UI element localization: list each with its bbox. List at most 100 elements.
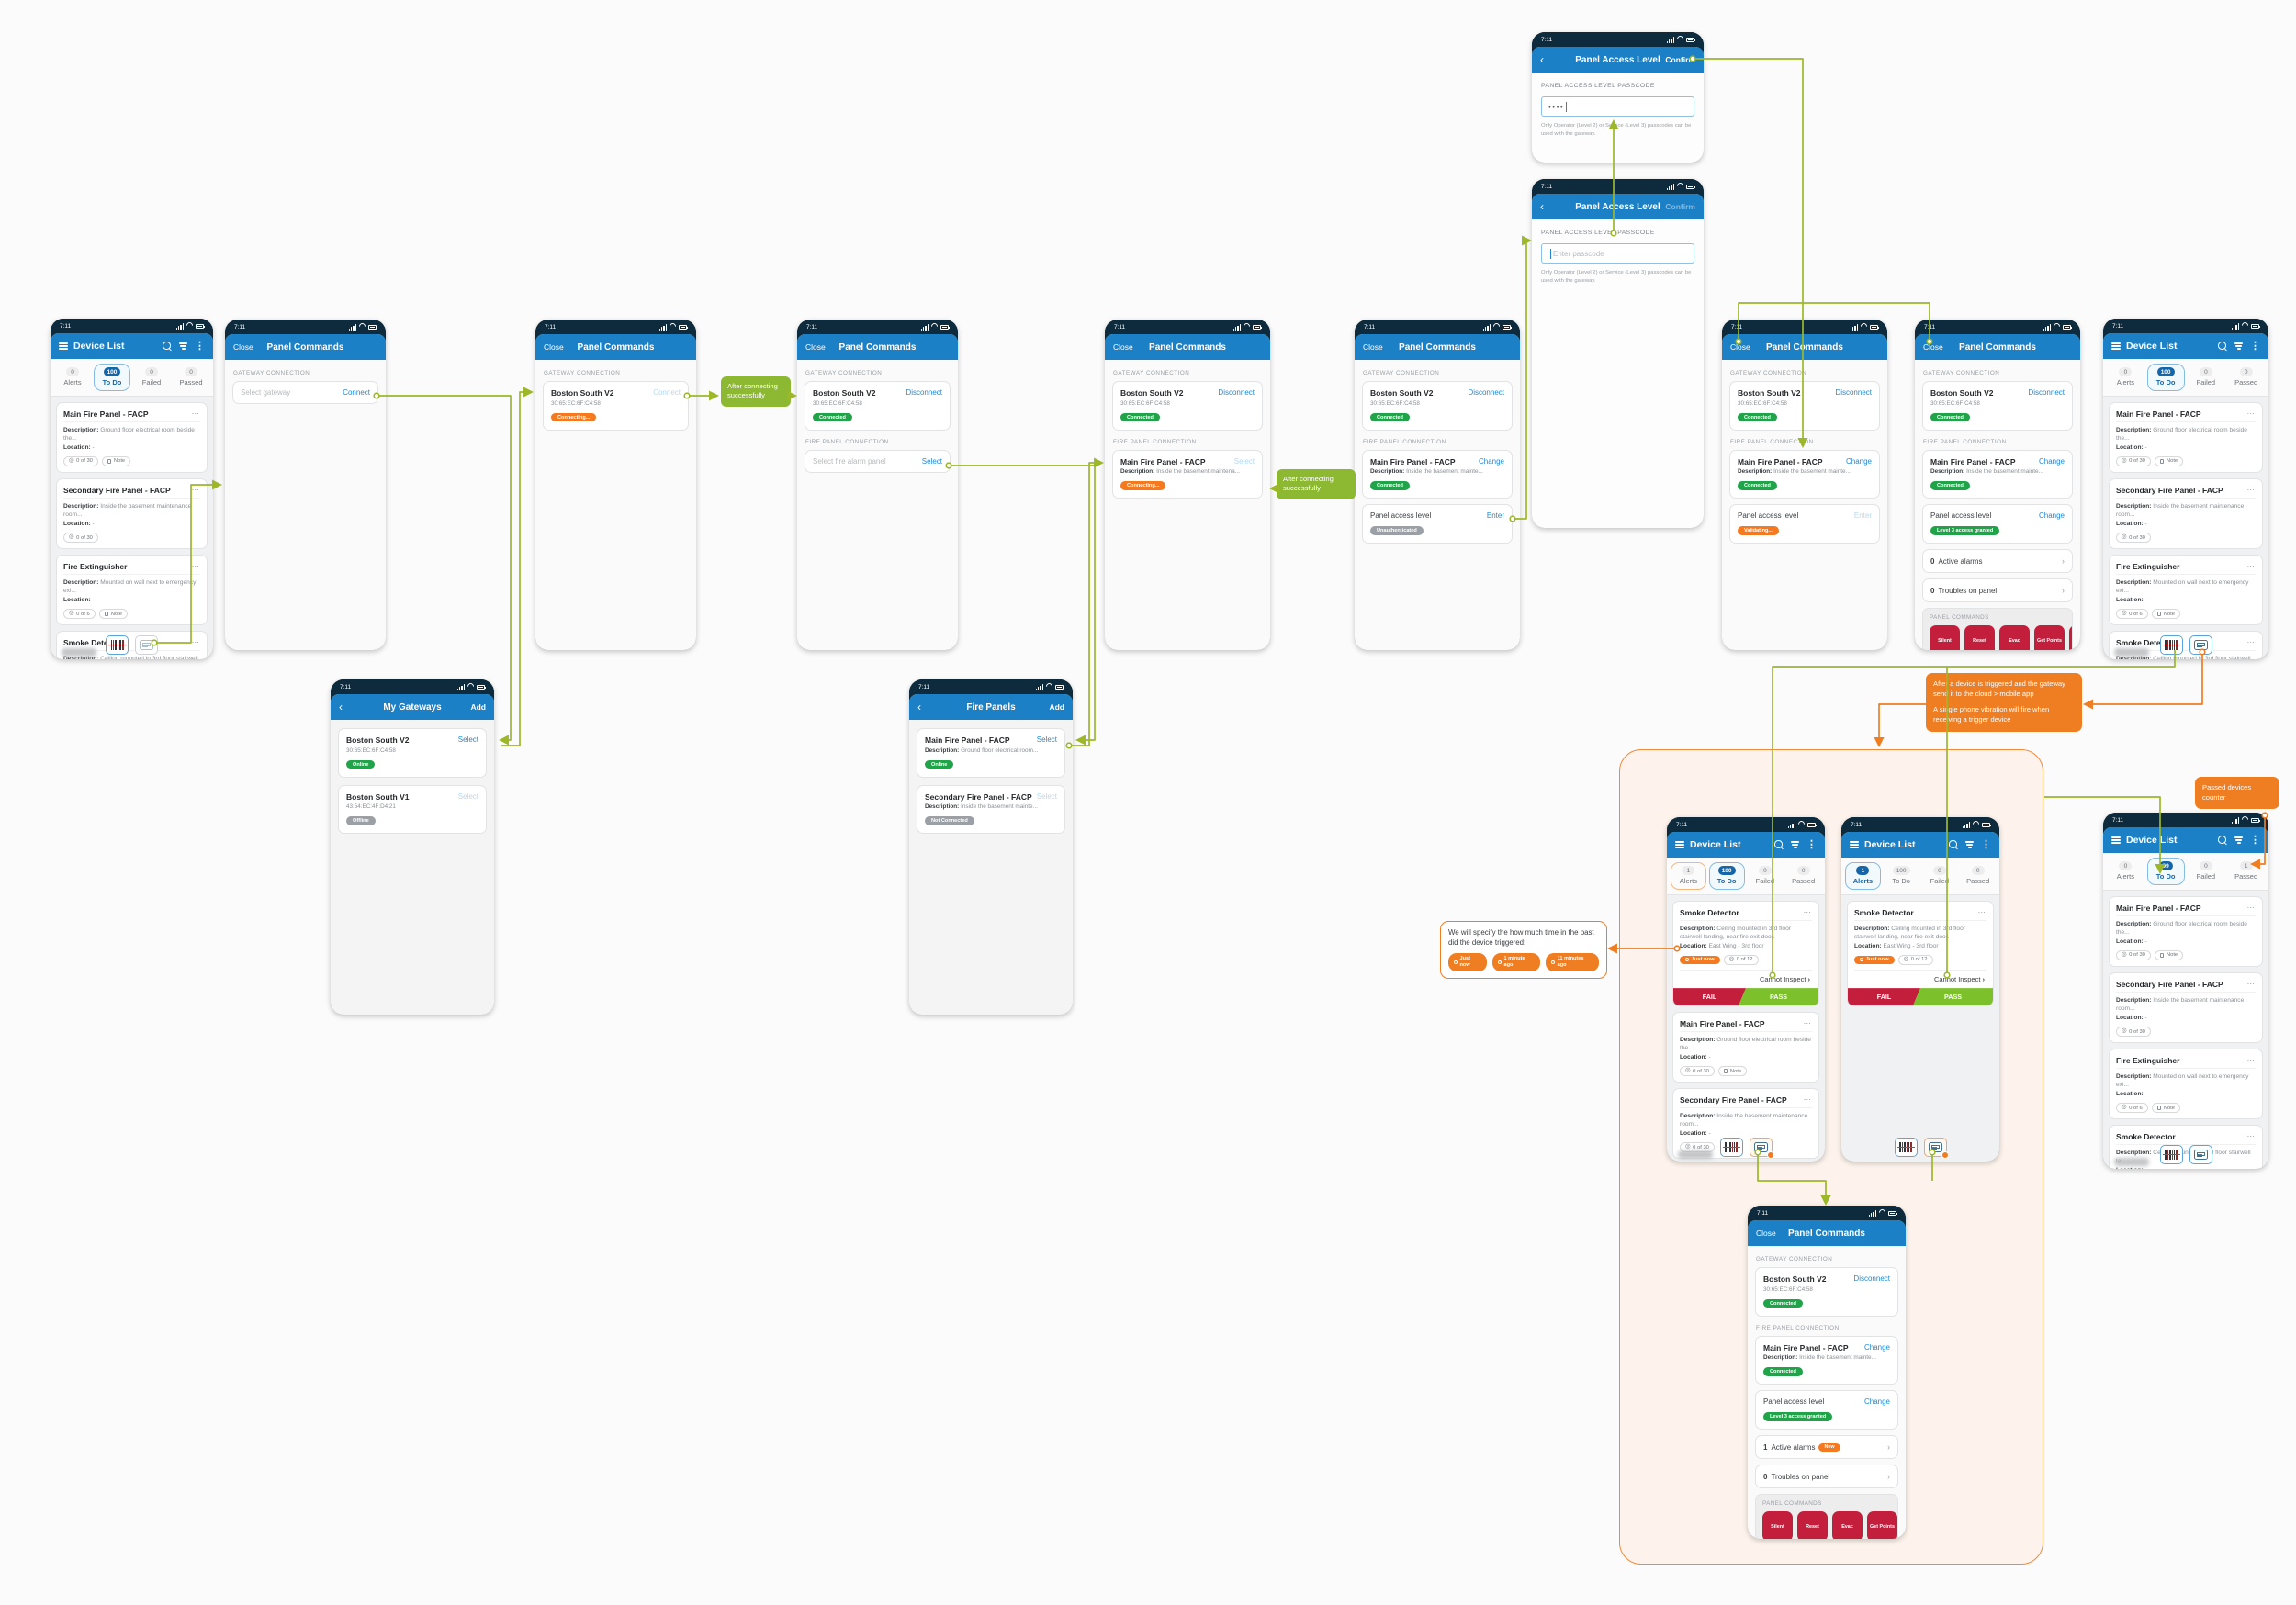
card-menu-icon[interactable]: ⋯: [2246, 561, 2256, 571]
device-card-main[interactable]: Main Fire Panel - FACP⋯Description: Grou…: [1672, 1012, 1819, 1083]
back-icon[interactable]: ‹: [339, 701, 343, 713]
menu-icon[interactable]: [1675, 839, 1684, 849]
cannot-inspect-row[interactable]: Cannot Inspect ›: [1854, 970, 1986, 988]
note-badge[interactable]: Note: [2154, 949, 2184, 960]
change-link[interactable]: Change: [2038, 456, 2065, 466]
count-badge[interactable]: ◎0 of 30: [2116, 1026, 2151, 1038]
confirm-button[interactable]: Confirm: [1665, 55, 1695, 64]
add-button[interactable]: Add: [1049, 702, 1064, 712]
filter-icon[interactable]: [2234, 836, 2243, 846]
close-button[interactable]: Close: [1923, 342, 1943, 352]
count-badge[interactable]: ◎0 of 30: [63, 455, 98, 467]
scan-barcode-button[interactable]: [1719, 1138, 1743, 1157]
card-menu-icon[interactable]: ⋯: [191, 485, 200, 495]
command-button-get-points[interactable]: Get Points: [1867, 1511, 1897, 1539]
count-badge[interactable]: ◎0 of 30: [63, 532, 98, 544]
card-menu-icon[interactable]: ⋯: [1803, 1018, 1812, 1028]
overflow-menu-icon[interactable]: ⋮: [2250, 340, 2260, 352]
back-icon[interactable]: ‹: [1540, 53, 1544, 66]
command-button-reset[interactable]: Reset: [1964, 625, 1995, 650]
back-icon[interactable]: ‹: [917, 701, 921, 713]
device-card-secondary[interactable]: Secondary Fire Panel - FACP⋯Description:…: [2109, 478, 2263, 550]
device-card-extinguisher[interactable]: Fire Extinguisher⋯Description: Mounted o…: [56, 555, 208, 626]
select-link[interactable]: Select: [1036, 735, 1057, 744]
count-badge[interactable]: ◎0 of 6: [2116, 1102, 2148, 1114]
panel-commands-button[interactable]: [2189, 635, 2212, 655]
scan-barcode-button[interactable]: [2159, 635, 2183, 655]
card-menu-icon[interactable]: ⋯: [1803, 1094, 1812, 1105]
note-badge[interactable]: Note: [2151, 1103, 2180, 1114]
card-menu-icon[interactable]: ⋯: [1803, 907, 1812, 916]
card-menu-icon[interactable]: ⋯: [2246, 409, 2256, 418]
count-badge[interactable]: ◎0 of 30: [1680, 1065, 1715, 1077]
overflow-menu-icon[interactable]: ⋮: [1806, 838, 1817, 850]
change-link[interactable]: Change: [1845, 456, 1872, 466]
select-link[interactable]: Select: [921, 456, 942, 466]
command-button-silent[interactable]: Silent: [1762, 1511, 1793, 1539]
overflow-menu-icon[interactable]: ⋮: [1981, 838, 1991, 850]
change-link[interactable]: Change: [2038, 511, 2065, 520]
note-badge[interactable]: Note: [2154, 455, 2184, 466]
panel-commands-button[interactable]: [135, 635, 158, 655]
panel-commands-button[interactable]: [2189, 1145, 2212, 1164]
connect-link[interactable]: Connect: [343, 388, 370, 397]
device-card-main[interactable]: Main Fire Panel - FACP⋯Description: Grou…: [56, 402, 208, 474]
disconnect-link[interactable]: Disconnect: [1835, 388, 1872, 397]
device-card-smokeExpanded[interactable]: Smoke Detector⋯Description: Ceiling moun…: [1672, 901, 1819, 1007]
device-card-main[interactable]: Main Fire Panel - FACP⋯Description: Grou…: [2109, 402, 2263, 474]
pass-button[interactable]: PASS: [1913, 988, 1993, 1006]
note-badge[interactable]: Note: [98, 609, 128, 620]
card-menu-icon[interactable]: ⋯: [2246, 979, 2256, 989]
command-button-reset[interactable]: Reset: [1797, 1511, 1828, 1539]
overflow-menu-icon[interactable]: ⋮: [2250, 834, 2260, 846]
change-link[interactable]: Change: [1863, 1397, 1890, 1406]
close-button[interactable]: Close: [1113, 342, 1133, 352]
menu-icon[interactable]: [2111, 835, 2121, 845]
device-card-secondary[interactable]: Secondary Fire Panel - FACP⋯Description:…: [56, 478, 208, 550]
passcode-input[interactable]: Enter passcode: [1541, 243, 1694, 264]
disconnect-link[interactable]: Disconnect: [2028, 388, 2065, 397]
card-menu-icon[interactable]: ⋯: [1977, 907, 1986, 916]
menu-icon[interactable]: [2111, 341, 2121, 351]
select-link[interactable]: Select: [457, 735, 478, 744]
cannot-inspect-row[interactable]: Cannot Inspect ›: [1680, 970, 1812, 988]
filter-icon[interactable]: [2234, 342, 2243, 352]
pass-button[interactable]: PASS: [1739, 988, 1818, 1006]
note-badge[interactable]: Note: [2151, 609, 2180, 620]
search-icon[interactable]: [2218, 836, 2227, 845]
disconnect-link[interactable]: Disconnect: [906, 388, 942, 397]
change-link[interactable]: Change: [1478, 456, 1504, 466]
search-icon[interactable]: [1949, 840, 1958, 849]
device-card-main[interactable]: Main Fire Panel - FACP⋯Description: Grou…: [2109, 896, 2263, 968]
card-menu-icon[interactable]: ⋯: [2246, 485, 2256, 495]
back-icon[interactable]: ‹: [1540, 200, 1544, 213]
fail-button[interactable]: FAIL: [1673, 988, 1746, 1005]
close-button[interactable]: Close: [1363, 342, 1383, 352]
count-badge[interactable]: ◎0 of 30: [2116, 532, 2151, 544]
passcode-input[interactable]: ••••: [1541, 96, 1694, 117]
add-button[interactable]: Add: [470, 702, 486, 712]
panel-commands-button[interactable]: [1923, 1138, 1949, 1159]
fail-button[interactable]: FAIL: [1848, 988, 1920, 1005]
command-button-evac[interactable]: Evac: [1832, 1511, 1863, 1539]
filter-icon[interactable]: [179, 342, 187, 352]
overflow-menu-icon[interactable]: ⋮: [195, 340, 205, 352]
change-link[interactable]: Change: [1863, 1342, 1890, 1352]
count-badge[interactable]: ◎0 of 12: [1723, 954, 1759, 966]
